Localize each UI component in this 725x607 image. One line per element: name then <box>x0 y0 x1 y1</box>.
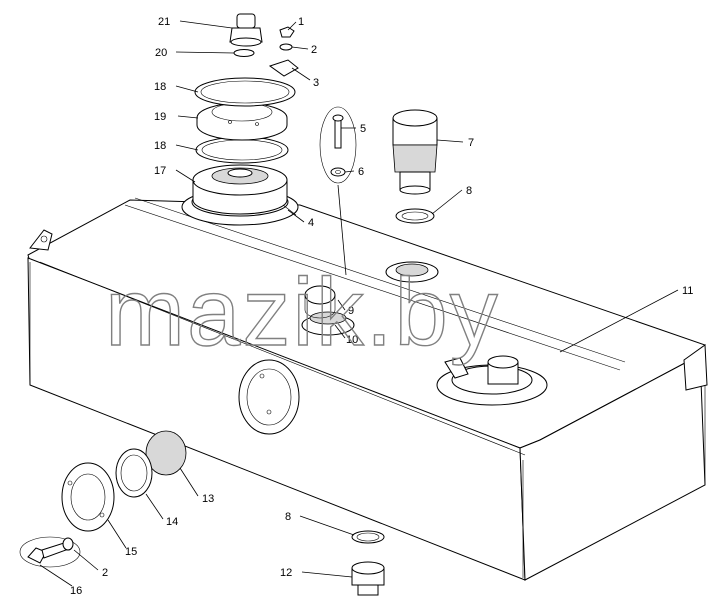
mounting-lug-right <box>683 344 708 391</box>
callout-8-top: 8 <box>466 185 472 197</box>
plug-part-12 <box>351 561 385 596</box>
callout-18-lower: 18 <box>154 140 166 152</box>
callout-12: 12 <box>280 567 292 579</box>
front-inspection-port <box>238 359 300 435</box>
callout-7: 7 <box>468 137 474 149</box>
clamp-part-3 <box>268 59 299 77</box>
breather-part-21 <box>229 13 263 47</box>
o-ring-part-20 <box>233 49 255 57</box>
flange-part-15 <box>61 462 115 532</box>
callout-labels: 21 1 20 2 3 18 19 18 17 5 6 7 8 4 11 9 1… <box>70 16 693 597</box>
bolt-part-16 <box>19 536 81 568</box>
screw-assembly-5-6 <box>319 106 357 184</box>
washer-part-8-bottom <box>351 530 385 544</box>
callout-20: 20 <box>155 47 167 59</box>
callout-1: 1 <box>298 16 304 28</box>
nut-part-1 <box>279 26 295 38</box>
washer-part-8-top <box>395 208 435 224</box>
callout-10: 10 <box>346 334 358 346</box>
callout-18-upper: 18 <box>154 81 166 93</box>
gasket-part-18-lower <box>195 136 289 164</box>
leader-lines <box>39 20 679 587</box>
callout-3: 3 <box>313 77 319 89</box>
cover-part-19 <box>196 102 288 141</box>
callout-9: 9 <box>348 305 354 317</box>
flange-part-9-10 <box>301 285 355 336</box>
watermark-text: mazik.by <box>105 259 500 366</box>
tank-top-port <box>385 261 439 283</box>
callout-21: 21 <box>158 16 170 28</box>
callout-16: 16 <box>70 585 82 597</box>
callout-2-bottom: 2 <box>102 567 108 579</box>
callout-13: 13 <box>202 493 214 505</box>
cover-part-13 <box>145 430 187 476</box>
callout-6: 6 <box>358 166 364 178</box>
callout-15: 15 <box>125 546 137 558</box>
gasket-part-18-upper <box>194 77 296 107</box>
callout-8-bottom: 8 <box>285 511 291 523</box>
gasket-part-14 <box>115 448 153 498</box>
tank-cap-right <box>436 355 548 406</box>
callout-17: 17 <box>154 165 166 177</box>
washer-part-2-top <box>279 43 293 51</box>
callout-2-top: 2 <box>311 44 317 56</box>
flange-part-4 <box>282 204 297 216</box>
fuel-tank <box>27 197 708 581</box>
washer-part-2-bottom <box>62 537 74 551</box>
filler-neck-part-17 <box>181 164 299 226</box>
callout-11: 11 <box>682 285 693 297</box>
callout-14: 14 <box>166 516 178 528</box>
callout-4: 4 <box>308 217 314 229</box>
callout-5: 5 <box>360 123 366 135</box>
callout-19: 19 <box>154 111 166 123</box>
sensor-part-7 <box>392 109 438 195</box>
